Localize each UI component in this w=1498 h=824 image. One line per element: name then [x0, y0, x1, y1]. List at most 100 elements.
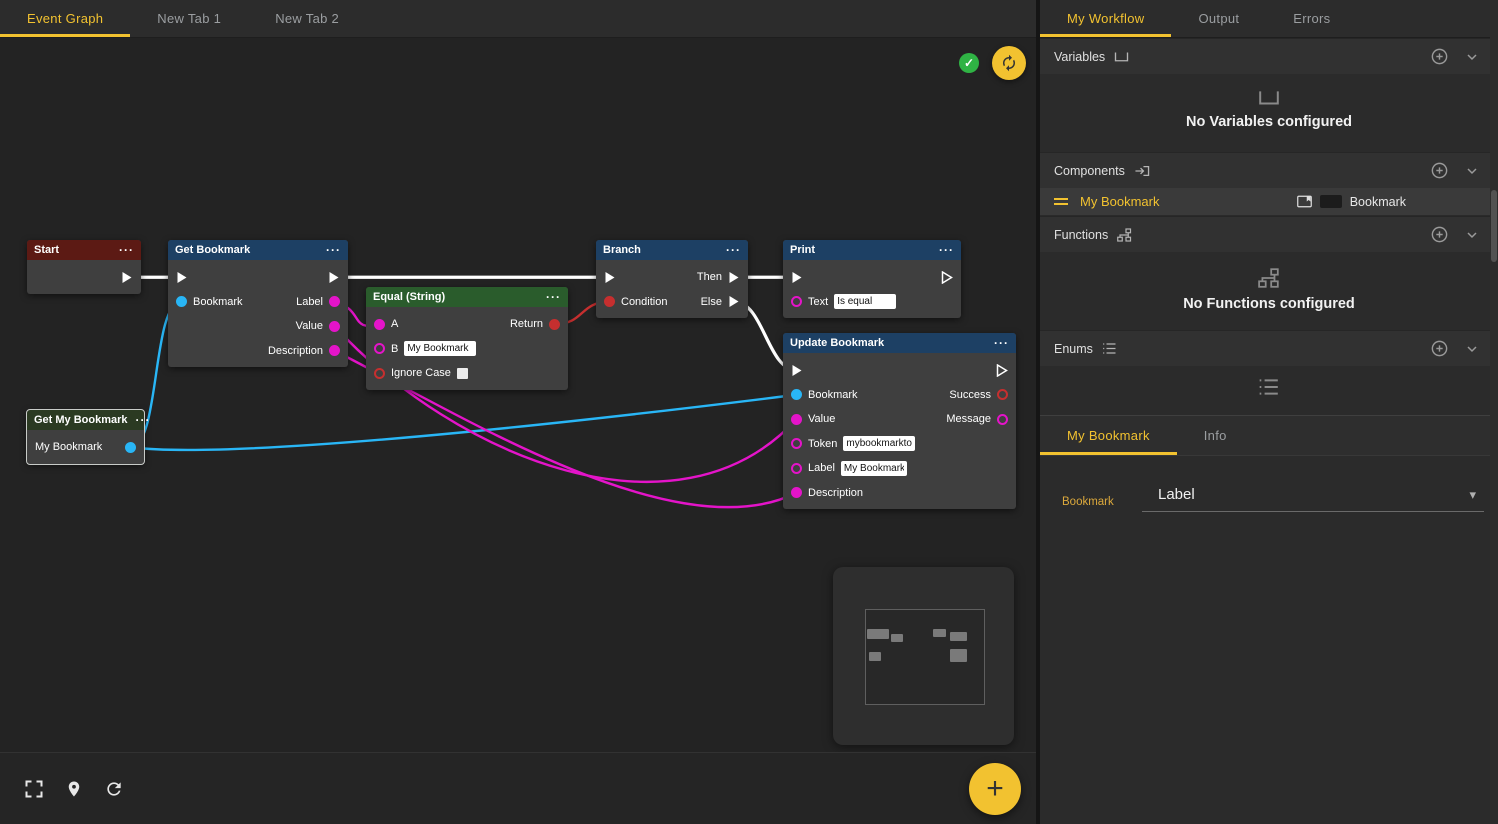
variables-section-header[interactable]: Variables	[1040, 38, 1498, 74]
functions-section-header[interactable]: Functions	[1040, 216, 1498, 252]
exec-pin[interactable]	[604, 271, 616, 284]
add-node-button[interactable]: +	[969, 763, 1021, 815]
add-variable-button[interactable]	[1427, 45, 1451, 69]
chevron-down-icon	[1467, 345, 1477, 352]
magenta-data-pin[interactable]	[791, 296, 802, 308]
graph-editor-pane: Event Graph New Tab 1 New Tab 2 Start···…	[0, 0, 1036, 815]
fit-view-button[interactable]	[23, 778, 45, 800]
magenta-data-pin[interactable]	[329, 345, 340, 357]
minimap-viewport[interactable]	[865, 609, 985, 705]
magenta-data-pin[interactable]	[791, 413, 802, 425]
node-value-input[interactable]	[404, 341, 477, 357]
magenta-data-pin[interactable]	[791, 462, 802, 474]
cyan-data-pin[interactable]	[125, 441, 136, 453]
enums-section-header[interactable]: Enums	[1040, 330, 1498, 366]
pane-divider[interactable]	[1036, 0, 1040, 824]
node-header[interactable]: Get Bookmark···	[168, 240, 348, 260]
node-header[interactable]: Get My Bookmark···	[27, 410, 150, 430]
node-value-input[interactable]	[834, 294, 897, 310]
pin-label: Token	[808, 437, 838, 450]
add-function-button[interactable]	[1427, 223, 1451, 247]
panel-scrollbar[interactable]	[1490, 0, 1498, 824]
node-checkbox[interactable]	[456, 367, 468, 379]
component-name: My Bookmark	[1080, 194, 1160, 209]
exec-pin[interactable]	[941, 270, 953, 284]
node-menu-icon[interactable]: ···	[135, 413, 151, 427]
exec-pin[interactable]	[996, 363, 1008, 377]
node-start[interactable]: Start···	[27, 240, 141, 294]
wire-cyan[interactable]	[129, 393, 798, 452]
label-select-dropdown[interactable]: Label ▾	[1142, 478, 1484, 512]
scrollbar-thumb[interactable]	[1491, 190, 1497, 262]
tab-errors[interactable]: Errors	[1293, 11, 1331, 26]
tab-my-workflow[interactable]: My Workflow	[1040, 0, 1171, 37]
node-menu-icon[interactable]: ···	[326, 243, 341, 257]
tab-new-tab-2[interactable]: New Tab 2	[275, 11, 340, 26]
node-header[interactable]: Equal (String)···	[366, 287, 568, 307]
collapse-variables-button[interactable]	[1460, 45, 1484, 69]
magenta-data-pin[interactable]	[374, 343, 385, 355]
node-menu-icon[interactable]: ···	[119, 243, 134, 257]
cyan-data-pin[interactable]	[791, 389, 802, 401]
node-menu-icon[interactable]: ···	[726, 243, 741, 257]
pin-label: Then	[696, 271, 722, 284]
minimap[interactable]	[833, 567, 1014, 745]
node-header[interactable]: Update Bookmark···	[783, 333, 1016, 353]
cyan-data-pin[interactable]	[176, 296, 187, 308]
magenta-data-pin[interactable]	[329, 320, 340, 332]
add-enum-button[interactable]	[1427, 337, 1451, 361]
exec-pin[interactable]	[176, 271, 188, 284]
exec-pin[interactable]	[791, 271, 803, 284]
node-print[interactable]: Print···Text	[783, 240, 961, 318]
collapse-components-button[interactable]	[1460, 159, 1484, 183]
node-value-input[interactable]	[843, 436, 916, 452]
node-header[interactable]: Branch···	[596, 240, 748, 260]
exec-pin[interactable]	[121, 271, 133, 284]
drag-handle-icon[interactable]	[1054, 198, 1068, 200]
variables-empty-state: No Variables configured	[1040, 74, 1498, 152]
red-data-pin[interactable]	[374, 367, 385, 379]
red-data-pin[interactable]	[549, 318, 560, 330]
node-header[interactable]: Start···	[27, 240, 141, 260]
exec-pin[interactable]	[728, 271, 740, 284]
tab-event-graph[interactable]: Event Graph	[0, 0, 130, 37]
reload-button[interactable]	[103, 778, 125, 800]
components-section-header[interactable]: Components	[1040, 152, 1498, 188]
collapse-enums-button[interactable]	[1460, 337, 1484, 361]
red-data-pin[interactable]	[997, 389, 1008, 401]
locate-button[interactable]	[63, 778, 85, 800]
chevron-down-icon	[1467, 53, 1477, 60]
exec-pin[interactable]	[728, 295, 740, 308]
node-header[interactable]: Print···	[783, 240, 961, 260]
component-row-my-bookmark[interactable]: My Bookmark Bookmark	[1040, 188, 1498, 216]
pin-label: Return	[509, 318, 543, 331]
node-get-my-bookmark[interactable]: Get My Bookmark··· My Bookmark	[26, 409, 150, 465]
detail-tab-my-bookmark[interactable]: My Bookmark	[1040, 416, 1177, 455]
magenta-data-pin[interactable]	[791, 438, 802, 450]
magenta-data-pin[interactable]	[997, 413, 1008, 425]
field-key-label: Bookmark	[1062, 496, 1114, 508]
node-menu-icon[interactable]: ···	[994, 336, 1009, 350]
tab-new-tab-1[interactable]: New Tab 1	[157, 11, 222, 26]
tab-output[interactable]: Output	[1198, 11, 1240, 26]
magenta-data-pin[interactable]	[329, 296, 340, 308]
node-value-input[interactable]	[840, 460, 907, 476]
exec-pin[interactable]	[791, 364, 803, 377]
detail-tab-info[interactable]: Info	[1203, 428, 1227, 443]
add-component-button[interactable]	[1427, 159, 1451, 183]
node-menu-icon[interactable]: ···	[546, 290, 561, 304]
node-menu-icon[interactable]: ···	[939, 243, 954, 257]
magenta-data-pin[interactable]	[791, 487, 802, 499]
magenta-data-pin[interactable]	[374, 318, 385, 330]
exec-pin[interactable]	[328, 271, 340, 284]
node-equal-string[interactable]: Equal (String)···AReturnBIgnore Case	[366, 287, 568, 390]
sync-button[interactable]	[992, 46, 1026, 80]
red-data-pin[interactable]	[604, 296, 615, 308]
pin-label: My Bookmark	[35, 441, 103, 454]
collapse-functions-button[interactable]	[1460, 223, 1484, 247]
variables-empty-icon	[1259, 91, 1279, 105]
